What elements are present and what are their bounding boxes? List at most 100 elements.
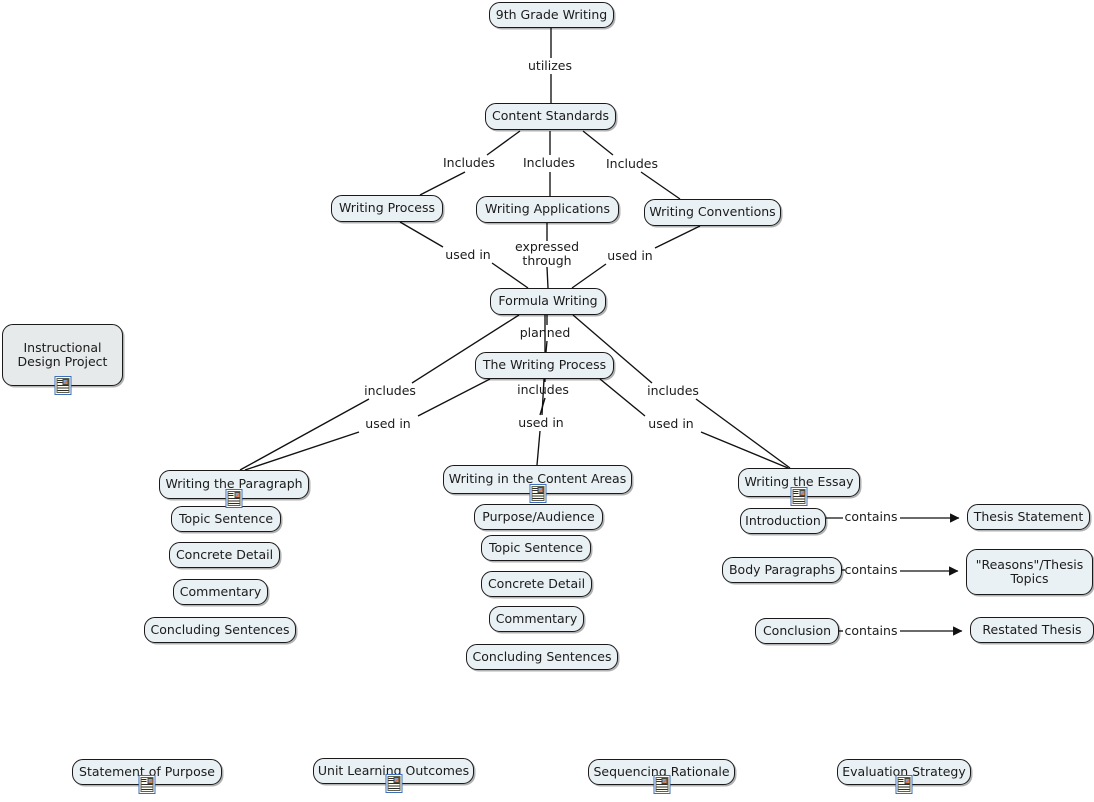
- edge-label-l-contains-3: contains: [844, 623, 898, 638]
- document-text-lines-top: [141, 778, 147, 783]
- concept-node-concrete2[interactable]: Concrete Detail: [481, 571, 592, 597]
- edge-label-l-expressed: expressed through: [514, 239, 580, 268]
- document-text-lines: [898, 784, 910, 791]
- edge-label-l-includes-6: includes: [647, 383, 699, 398]
- concept-node-label: Introduction: [745, 512, 821, 528]
- concept-node-conclude1[interactable]: Concluding Sentences: [144, 617, 296, 643]
- concept-node-bodyparas[interactable]: Body Paragraphs: [722, 557, 842, 583]
- concept-node-label: Writing in the Content Areas: [448, 471, 627, 487]
- edge-label-l-includes-5: includes: [517, 382, 569, 397]
- document-text-lines-top: [793, 490, 799, 495]
- document-text-lines-top: [898, 778, 904, 783]
- concept-node-label: Writing Applications: [485, 201, 610, 217]
- concept-node-wapps[interactable]: Writing Applications: [476, 196, 619, 223]
- edge-label-l-usedin-2: used in: [607, 248, 653, 263]
- document-text-lines: [656, 784, 667, 791]
- concept-node-formula[interactable]: Formula Writing: [490, 288, 606, 315]
- concept-node-purpose[interactable]: Purpose/Audience: [474, 504, 603, 530]
- concept-node-comment2[interactable]: Commentary: [489, 606, 584, 632]
- document-thumbnail: [147, 778, 153, 784]
- document-resource-icon[interactable]: [529, 484, 546, 503]
- concept-node-topic1[interactable]: Topic Sentence: [171, 506, 281, 532]
- concept-node-conclude2[interactable]: Concluding Sentences: [466, 644, 618, 670]
- edge-label-l-includes-1: Includes: [442, 155, 496, 170]
- concept-node-label: Thesis Statement: [973, 508, 1084, 524]
- document-resource-icon[interactable]: [54, 376, 71, 395]
- concept-node-label: Writing the Essay: [744, 474, 854, 490]
- concept-node-topic2[interactable]: Topic Sentence: [481, 535, 591, 561]
- concept-node-label: Formula Writing: [498, 293, 598, 309]
- edge-label-l-usedin-3: used in: [365, 416, 411, 431]
- concept-node-thesis[interactable]: Thesis Statement: [967, 504, 1090, 530]
- concept-node-comment1[interactable]: Commentary: [173, 579, 268, 605]
- document-text-lines-top: [656, 778, 661, 783]
- edge-label-l-contains-1: contains: [844, 509, 898, 524]
- document-text-lines: [388, 783, 399, 790]
- document-text-lines-top: [57, 379, 62, 384]
- document-text-lines: [141, 784, 153, 791]
- concept-node-label: Writing Process: [338, 200, 436, 216]
- concept-node-wconv[interactable]: Writing Conventions: [644, 199, 781, 226]
- document-thumbnail: [904, 778, 910, 784]
- concept-node-wprocess[interactable]: Writing Process: [331, 195, 443, 222]
- document-resource-icon[interactable]: [895, 775, 913, 794]
- edge-label-l-planned: planned: [519, 325, 571, 340]
- concept-node-label: Conclusion: [762, 622, 832, 638]
- concept-node-label: Body Paragraphs: [728, 561, 836, 577]
- concept-node-label: Topic Sentence: [178, 510, 274, 526]
- edge-label-l-usedin-1: used in: [445, 247, 491, 262]
- document-resource-icon[interactable]: [653, 775, 670, 794]
- document-thumbnail: [661, 778, 668, 784]
- document-text-lines: [57, 385, 68, 392]
- concept-node-label: Instructional Design Project: [17, 339, 108, 369]
- document-thumbnail: [234, 492, 240, 498]
- document-thumbnail: [799, 490, 805, 496]
- document-resource-icon[interactable]: [138, 775, 156, 794]
- concept-node-label: Concrete Detail: [487, 575, 586, 591]
- edge-label-l-includes-2: Includes: [522, 155, 576, 170]
- concept-node-standards[interactable]: Content Standards: [485, 103, 616, 130]
- concept-node-label: "Reasons"/Thesis Topics: [975, 556, 1084, 586]
- concept-node-label: Evaluation Strategy: [842, 763, 966, 779]
- concept-node-label: Concluding Sentences: [472, 648, 612, 664]
- document-text-lines: [532, 493, 543, 500]
- document-thumbnail: [62, 379, 69, 385]
- concept-node-label: Writing the Paragraph: [165, 476, 303, 492]
- edge-label-l-includes-4: includes: [364, 383, 416, 398]
- concept-node-label: Concluding Sentences: [150, 621, 290, 637]
- document-resource-icon[interactable]: [385, 774, 402, 793]
- concept-node-thewprocess[interactable]: The Writing Process: [475, 352, 614, 379]
- concept-node-label: Topic Sentence: [488, 539, 584, 555]
- concept-node-label: Restated Thesis: [982, 621, 1082, 637]
- concept-node-label: Writing Conventions: [649, 204, 776, 220]
- concept-node-label: Unit Learning Outcomes: [317, 762, 470, 778]
- concept-node-concrete1[interactable]: Concrete Detail: [169, 542, 280, 568]
- edge-label-l-usedin-4: used in: [518, 415, 564, 430]
- concept-node-conclusion[interactable]: Conclusion: [755, 618, 839, 644]
- edge-label-l-contains-2: contains: [844, 562, 898, 577]
- concept-node-idproject[interactable]: Instructional Design Project: [2, 324, 123, 386]
- document-resource-icon[interactable]: [225, 489, 243, 508]
- concept-node-restated[interactable]: Restated Thesis: [970, 617, 1094, 643]
- concept-node-label: Commentary: [495, 610, 578, 626]
- concept-node-label: The Writing Process: [482, 357, 607, 373]
- concept-node-label: 9th Grade Writing: [495, 6, 608, 22]
- concept-node-label: Sequencing Rationale: [593, 763, 730, 779]
- concept-node-label: Concrete Detail: [175, 546, 274, 562]
- concept-node-intro[interactable]: Introduction: [740, 508, 826, 534]
- edge-label-l-usedin-5: used in: [648, 416, 694, 431]
- edge-label-l-utilizes: utilizes: [527, 58, 573, 73]
- document-resource-icon[interactable]: [790, 487, 808, 506]
- concept-node-grade9[interactable]: 9th Grade Writing: [489, 2, 614, 28]
- concept-node-label: Purpose/Audience: [482, 508, 595, 524]
- document-text-lines: [793, 496, 805, 503]
- document-thumbnail: [393, 777, 400, 783]
- document-text-lines: [228, 498, 240, 505]
- document-text-lines-top: [228, 492, 234, 497]
- concept-node-label: Commentary: [179, 583, 262, 599]
- document-thumbnail: [537, 487, 544, 493]
- concept-node-reasons[interactable]: "Reasons"/Thesis Topics: [966, 549, 1093, 595]
- document-text-lines-top: [532, 487, 537, 492]
- document-text-lines-top: [388, 777, 393, 782]
